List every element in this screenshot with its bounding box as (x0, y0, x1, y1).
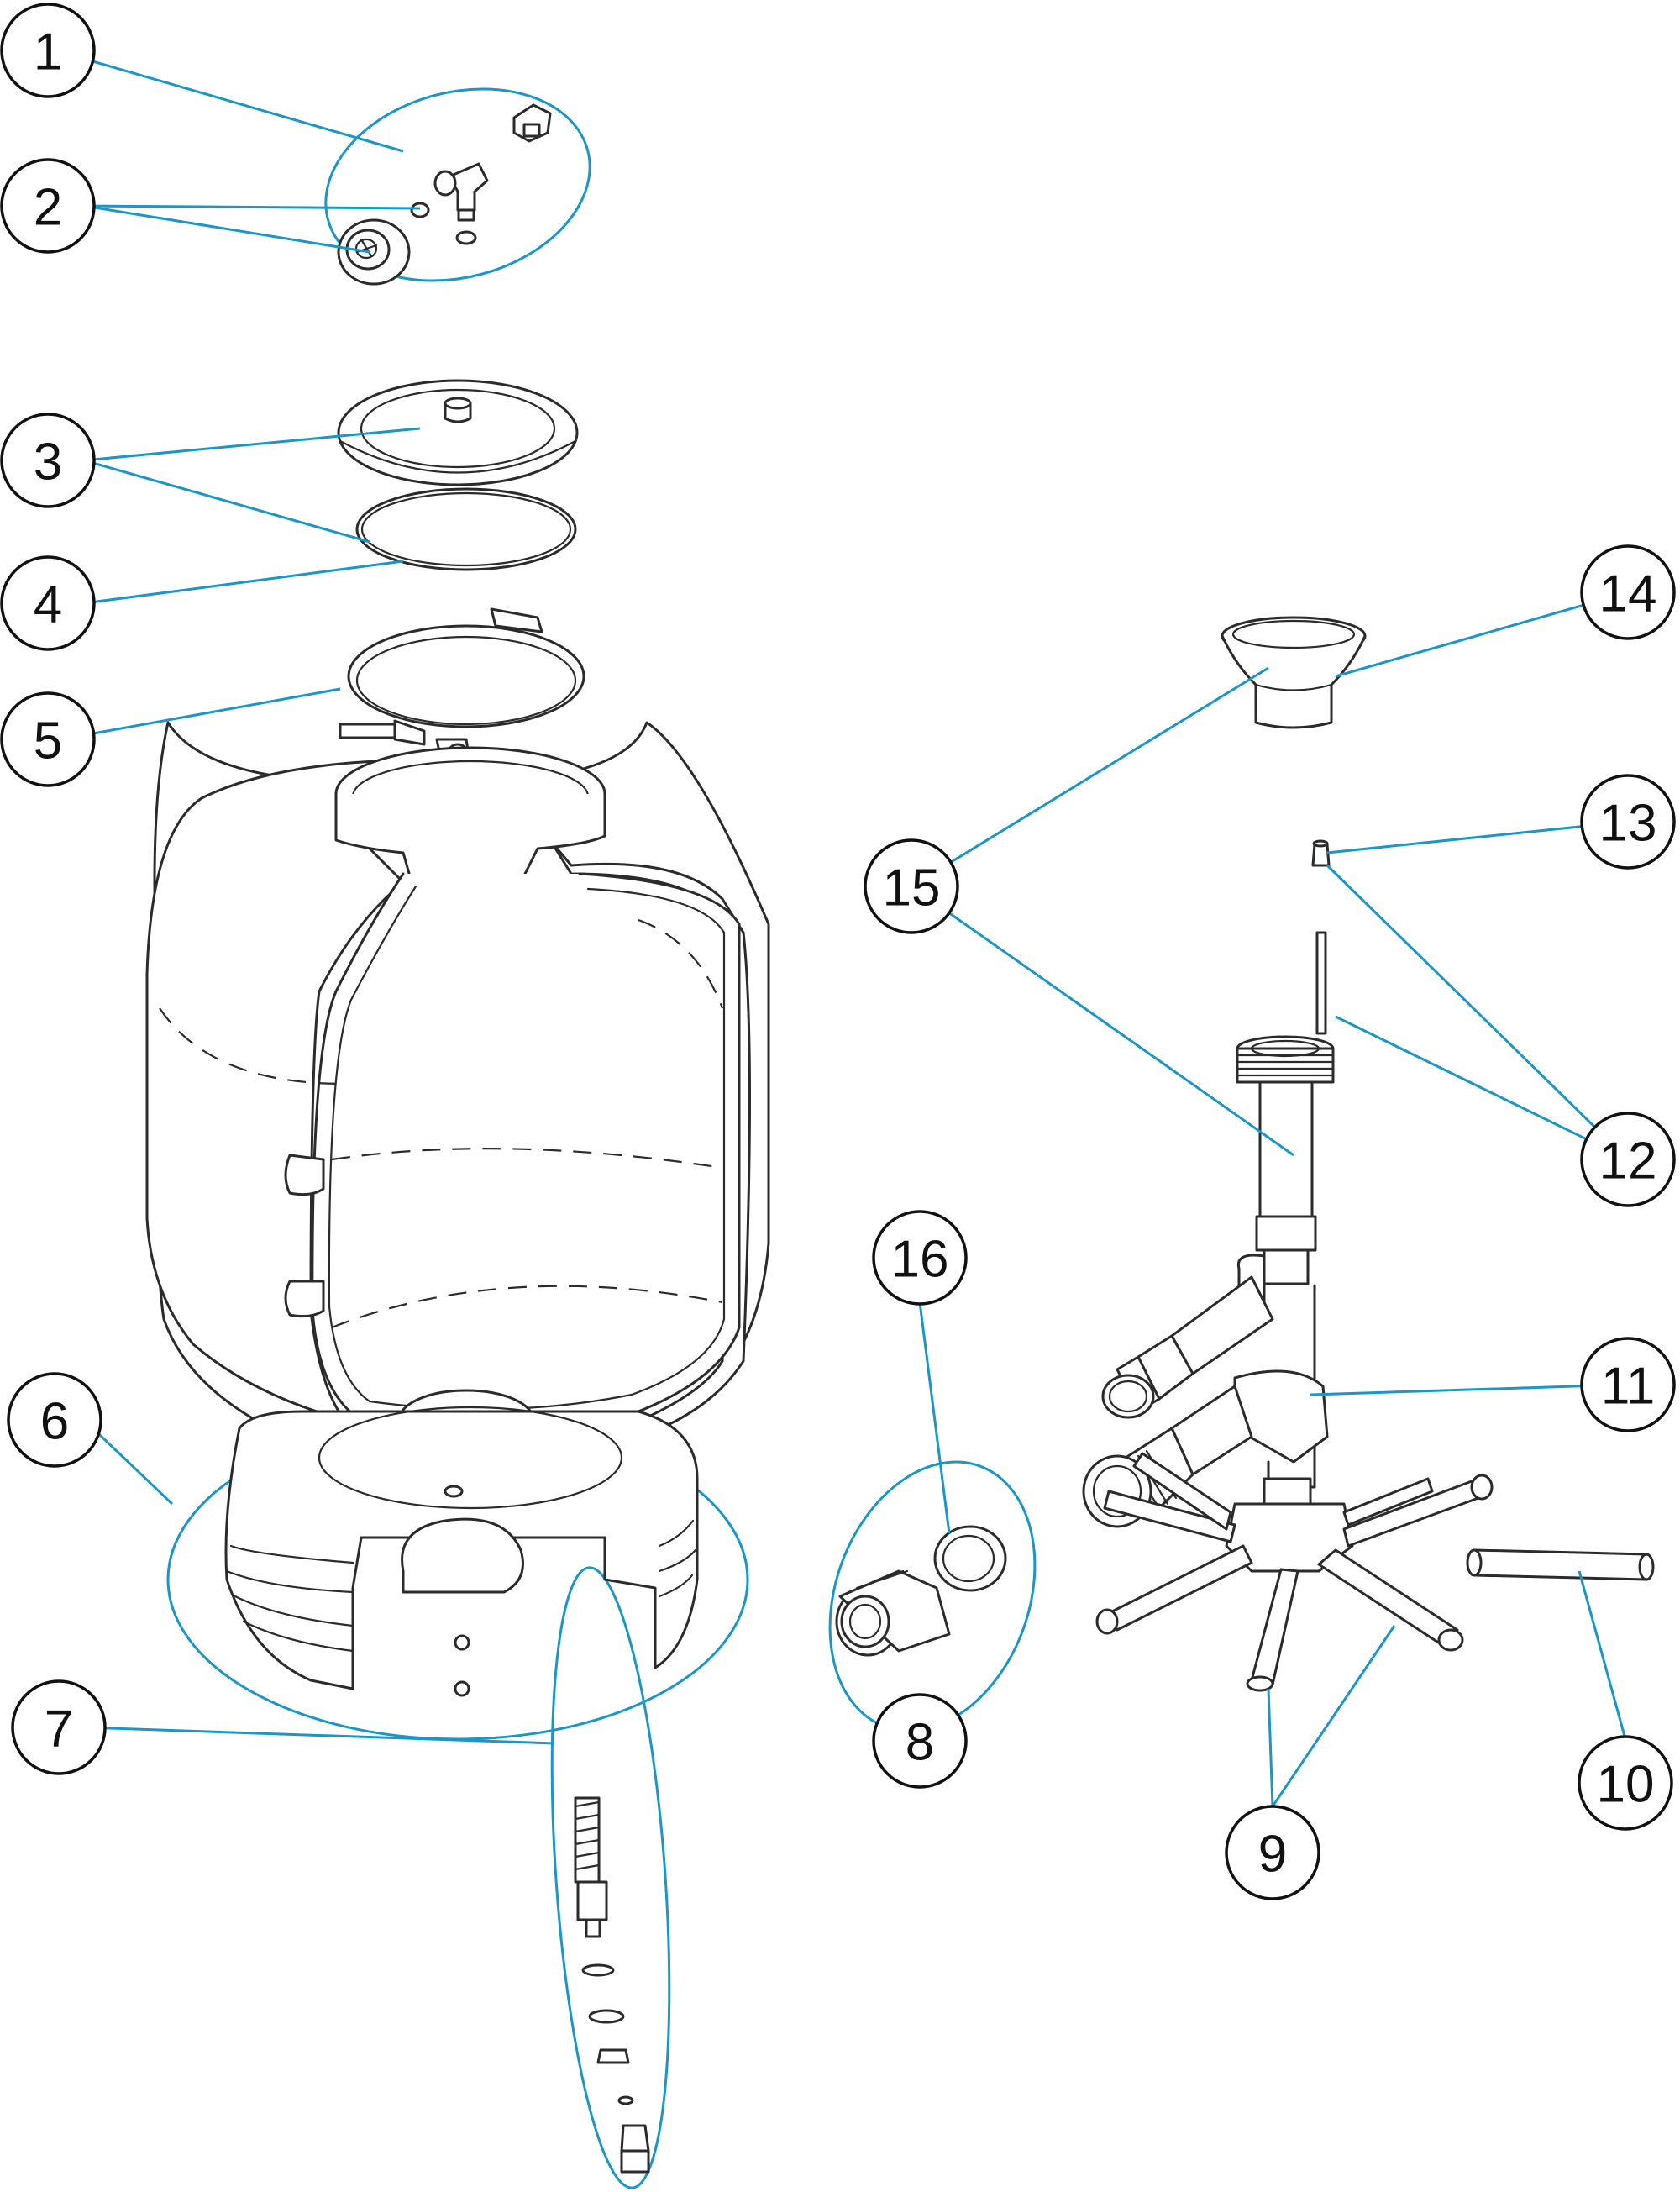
callout-6-number: 6 (40, 1393, 69, 1451)
callout-11-number: 11 (1601, 1358, 1655, 1416)
air-tube-part (1315, 931, 1327, 1035)
tank-base-part (224, 1406, 699, 1697)
lid-o-ring-part (355, 487, 577, 571)
union-connector-part (835, 1569, 951, 1657)
callout-8: 8 (872, 1693, 968, 1789)
callout-10-number: 10 (1597, 1756, 1655, 1814)
callout-7: 7 (11, 1679, 107, 1775)
callout-12: 12 (1580, 1112, 1676, 1207)
callout-14: 14 (1580, 544, 1676, 640)
callout-9: 9 (1225, 1805, 1320, 1900)
callout-12-number: 12 (1599, 1133, 1657, 1191)
group-outline-lid-fittings (324, 87, 591, 282)
callout-7-number: 7 (45, 1701, 73, 1758)
group-outline-drain-kit (550, 1566, 671, 2189)
callout-5-number: 5 (34, 712, 62, 770)
callout-9-number: 9 (1258, 1826, 1287, 1884)
callout-15: 15 (864, 838, 959, 934)
callout-1: 1 (0, 3, 96, 98)
callout-4: 4 (0, 555, 96, 651)
callout-3: 3 (0, 413, 96, 508)
lid-part (337, 379, 579, 486)
callout-4-number: 4 (34, 576, 62, 634)
callout-6: 6 (7, 1372, 102, 1468)
collector-assembly-part (1082, 1035, 1494, 1692)
callout-8-number: 8 (906, 1714, 934, 1772)
pressure-gauge-part (337, 218, 411, 286)
callout-3-number: 3 (34, 434, 62, 491)
callout-2: 2 (0, 158, 96, 254)
air-vent-cap-part (1311, 839, 1331, 867)
filter-tank-part (145, 721, 770, 1464)
drain-kit-part (574, 1796, 650, 2174)
callout-16-number: 16 (891, 1231, 949, 1289)
callout-13-number: 13 (1599, 795, 1657, 853)
diffuser-cone-part (1221, 616, 1367, 729)
callout-5: 5 (0, 691, 96, 787)
lateral-part (1466, 1548, 1655, 1581)
leader-lines (82, 57, 1630, 1807)
callout-14-number: 14 (1599, 565, 1657, 623)
callout-1-number: 1 (34, 24, 62, 81)
callout-10: 10 (1578, 1735, 1673, 1831)
union-gasket-part (933, 1525, 1007, 1592)
clamp-ring-part (339, 607, 585, 770)
callout-15-number: 15 (883, 859, 941, 917)
callout-2-number: 2 (34, 179, 62, 237)
callout-11: 11 (1580, 1337, 1676, 1432)
callout-16: 16 (872, 1210, 968, 1306)
elbow-fitting-part (410, 162, 489, 245)
callout-13: 13 (1580, 774, 1676, 870)
air-release-knob-part (512, 103, 552, 143)
